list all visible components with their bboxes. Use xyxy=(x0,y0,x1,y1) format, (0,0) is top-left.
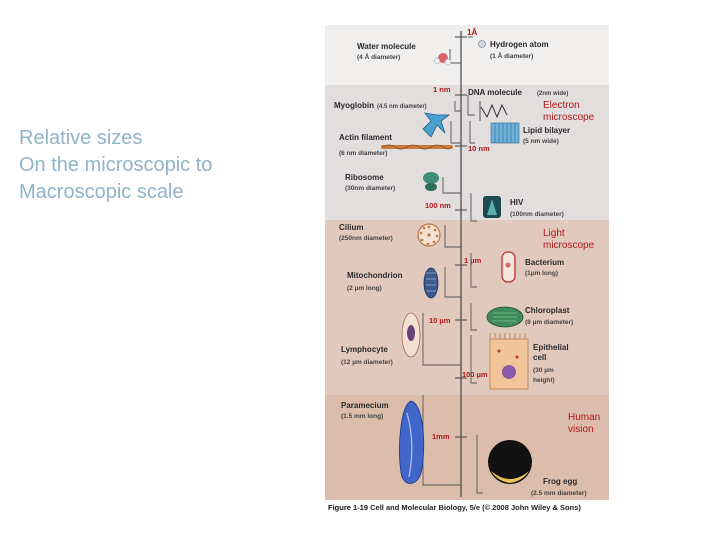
size-frog-egg: (2.5 mm diameter) xyxy=(531,490,587,497)
size-epithelial-line1: (30 µm xyxy=(533,367,554,374)
size-actin-filament: (6 nm diameter) xyxy=(339,150,387,157)
label-chloroplast: Chloroplast xyxy=(525,306,570,315)
label-epithelial-line2: cell xyxy=(533,353,546,362)
hiv-illustration xyxy=(483,196,501,218)
size-epithelial-line2: height) xyxy=(533,377,555,384)
slide-text: Relative sizes On the microscopic to Mac… xyxy=(19,125,212,206)
region-electron-line1: Electron xyxy=(543,100,580,111)
label-paramecium: Paramecium xyxy=(341,401,389,410)
figure-number: Figure 1-19 xyxy=(328,503,369,512)
frog-egg-illustration xyxy=(488,440,532,484)
size-paramecium: (1.5 mm long) xyxy=(341,413,383,420)
size-myoglobin: (4.5 nm diameter) xyxy=(377,104,427,110)
water-molecule-illustration xyxy=(433,53,452,66)
size-mitochondrion: (2 µm long) xyxy=(347,285,382,292)
size-cilium: (250nm diameter) xyxy=(339,235,393,242)
atomic-band xyxy=(325,25,609,85)
label-myoglobin: Myoglobin xyxy=(334,101,374,110)
figure-caption: Figure 1-19 Cell and Molecular Biology, … xyxy=(328,503,581,512)
scale-label-10um: 10 µm xyxy=(429,316,451,325)
label-mitochondrion: Mitochondrion xyxy=(347,271,403,280)
light-band xyxy=(325,220,609,395)
label-water-molecule: Water molecule xyxy=(357,42,416,51)
hydrogen-atom-illustration xyxy=(478,40,486,48)
myoglobin-illustration xyxy=(422,112,451,138)
scale-label-1um: 1 µm xyxy=(464,256,482,265)
region-light-line1: Light xyxy=(543,228,565,239)
slide-text-line-1: Relative sizes xyxy=(19,127,143,149)
scale-figure: 1Å 1 nm 10 nm 100 nm 1 µm 10 µm 100 µm 1… xyxy=(325,25,609,500)
dna-illustration xyxy=(479,101,508,121)
scale-label-1nm: 1 nm xyxy=(433,85,451,94)
label-dna-molecule: DNA molecule xyxy=(468,88,522,97)
scale-label-10nm: 10 nm xyxy=(468,144,490,153)
size-hydrogen-atom: (1 Å diameter) xyxy=(490,51,533,60)
size-lipid-bilayer: (5 nm wide) xyxy=(523,138,559,145)
figure-caption-text: Cell and Molecular Biology, 5/e (© 2008 … xyxy=(370,503,581,512)
label-hydrogen-atom: Hydrogen atom xyxy=(490,40,549,49)
scale-label-1mm: 1mm xyxy=(432,432,450,441)
label-epithelial-line1: Epithelial xyxy=(533,343,569,352)
actin-filament-illustration xyxy=(381,144,453,150)
scale-label-1A: 1Å xyxy=(467,28,477,37)
size-chloroplast: (8 µm diameter) xyxy=(525,319,573,326)
scale-ticks xyxy=(455,36,467,438)
lymphocyte-illustration xyxy=(401,312,421,358)
slide-text-line-2: On the microscopic to xyxy=(19,154,213,176)
region-electron-line2: microscope xyxy=(543,112,595,123)
size-water-molecule: (4 Å diameter) xyxy=(357,52,400,61)
ribosome-illustration xyxy=(423,172,439,191)
epithelial-cell-illustration xyxy=(489,333,529,390)
size-ribosome: (30nm diameter) xyxy=(345,185,395,192)
label-lymphocyte: Lymphocyte xyxy=(341,345,388,354)
label-ribosome: Ribosome xyxy=(345,173,384,182)
region-human-line1: Human xyxy=(568,412,600,423)
slide-text-line-3: Macroscopic scale xyxy=(19,181,184,203)
label-bacterium: Bacterium xyxy=(525,258,564,267)
lipid-bilayer-illustration xyxy=(490,122,520,144)
bacterium-illustration xyxy=(501,251,516,283)
size-dna-molecule: (2nm wide) xyxy=(537,91,568,97)
vision-band xyxy=(325,395,609,500)
size-hiv: (100nm diameter) xyxy=(510,211,564,218)
label-frog-egg: Frog egg xyxy=(543,477,577,486)
label-actin-filament: Actin filament xyxy=(339,133,392,142)
size-lymphocyte: (12 µm diameter) xyxy=(341,359,393,366)
chloroplast-illustration xyxy=(486,306,524,328)
region-human-line2: vision xyxy=(568,424,594,435)
electron-band xyxy=(325,85,609,220)
size-bacterium: (1µm long) xyxy=(525,270,558,277)
mitochondrion-illustration xyxy=(423,267,439,299)
label-cilium: Cilium xyxy=(339,223,363,232)
label-hiv: HIV xyxy=(510,198,524,207)
region-light-line2: microscope xyxy=(543,240,595,251)
label-lipid-bilayer: Lipid bilayer xyxy=(523,126,570,135)
scale-label-100nm: 100 nm xyxy=(425,201,451,210)
scale-diagram: 1Å 1 nm 10 nm 100 nm 1 µm 10 µm 100 µm 1… xyxy=(325,25,609,500)
scale-label-100um: 100 µm xyxy=(462,370,488,379)
paramecium-illustration xyxy=(399,400,425,484)
cilium-illustration xyxy=(417,223,441,247)
